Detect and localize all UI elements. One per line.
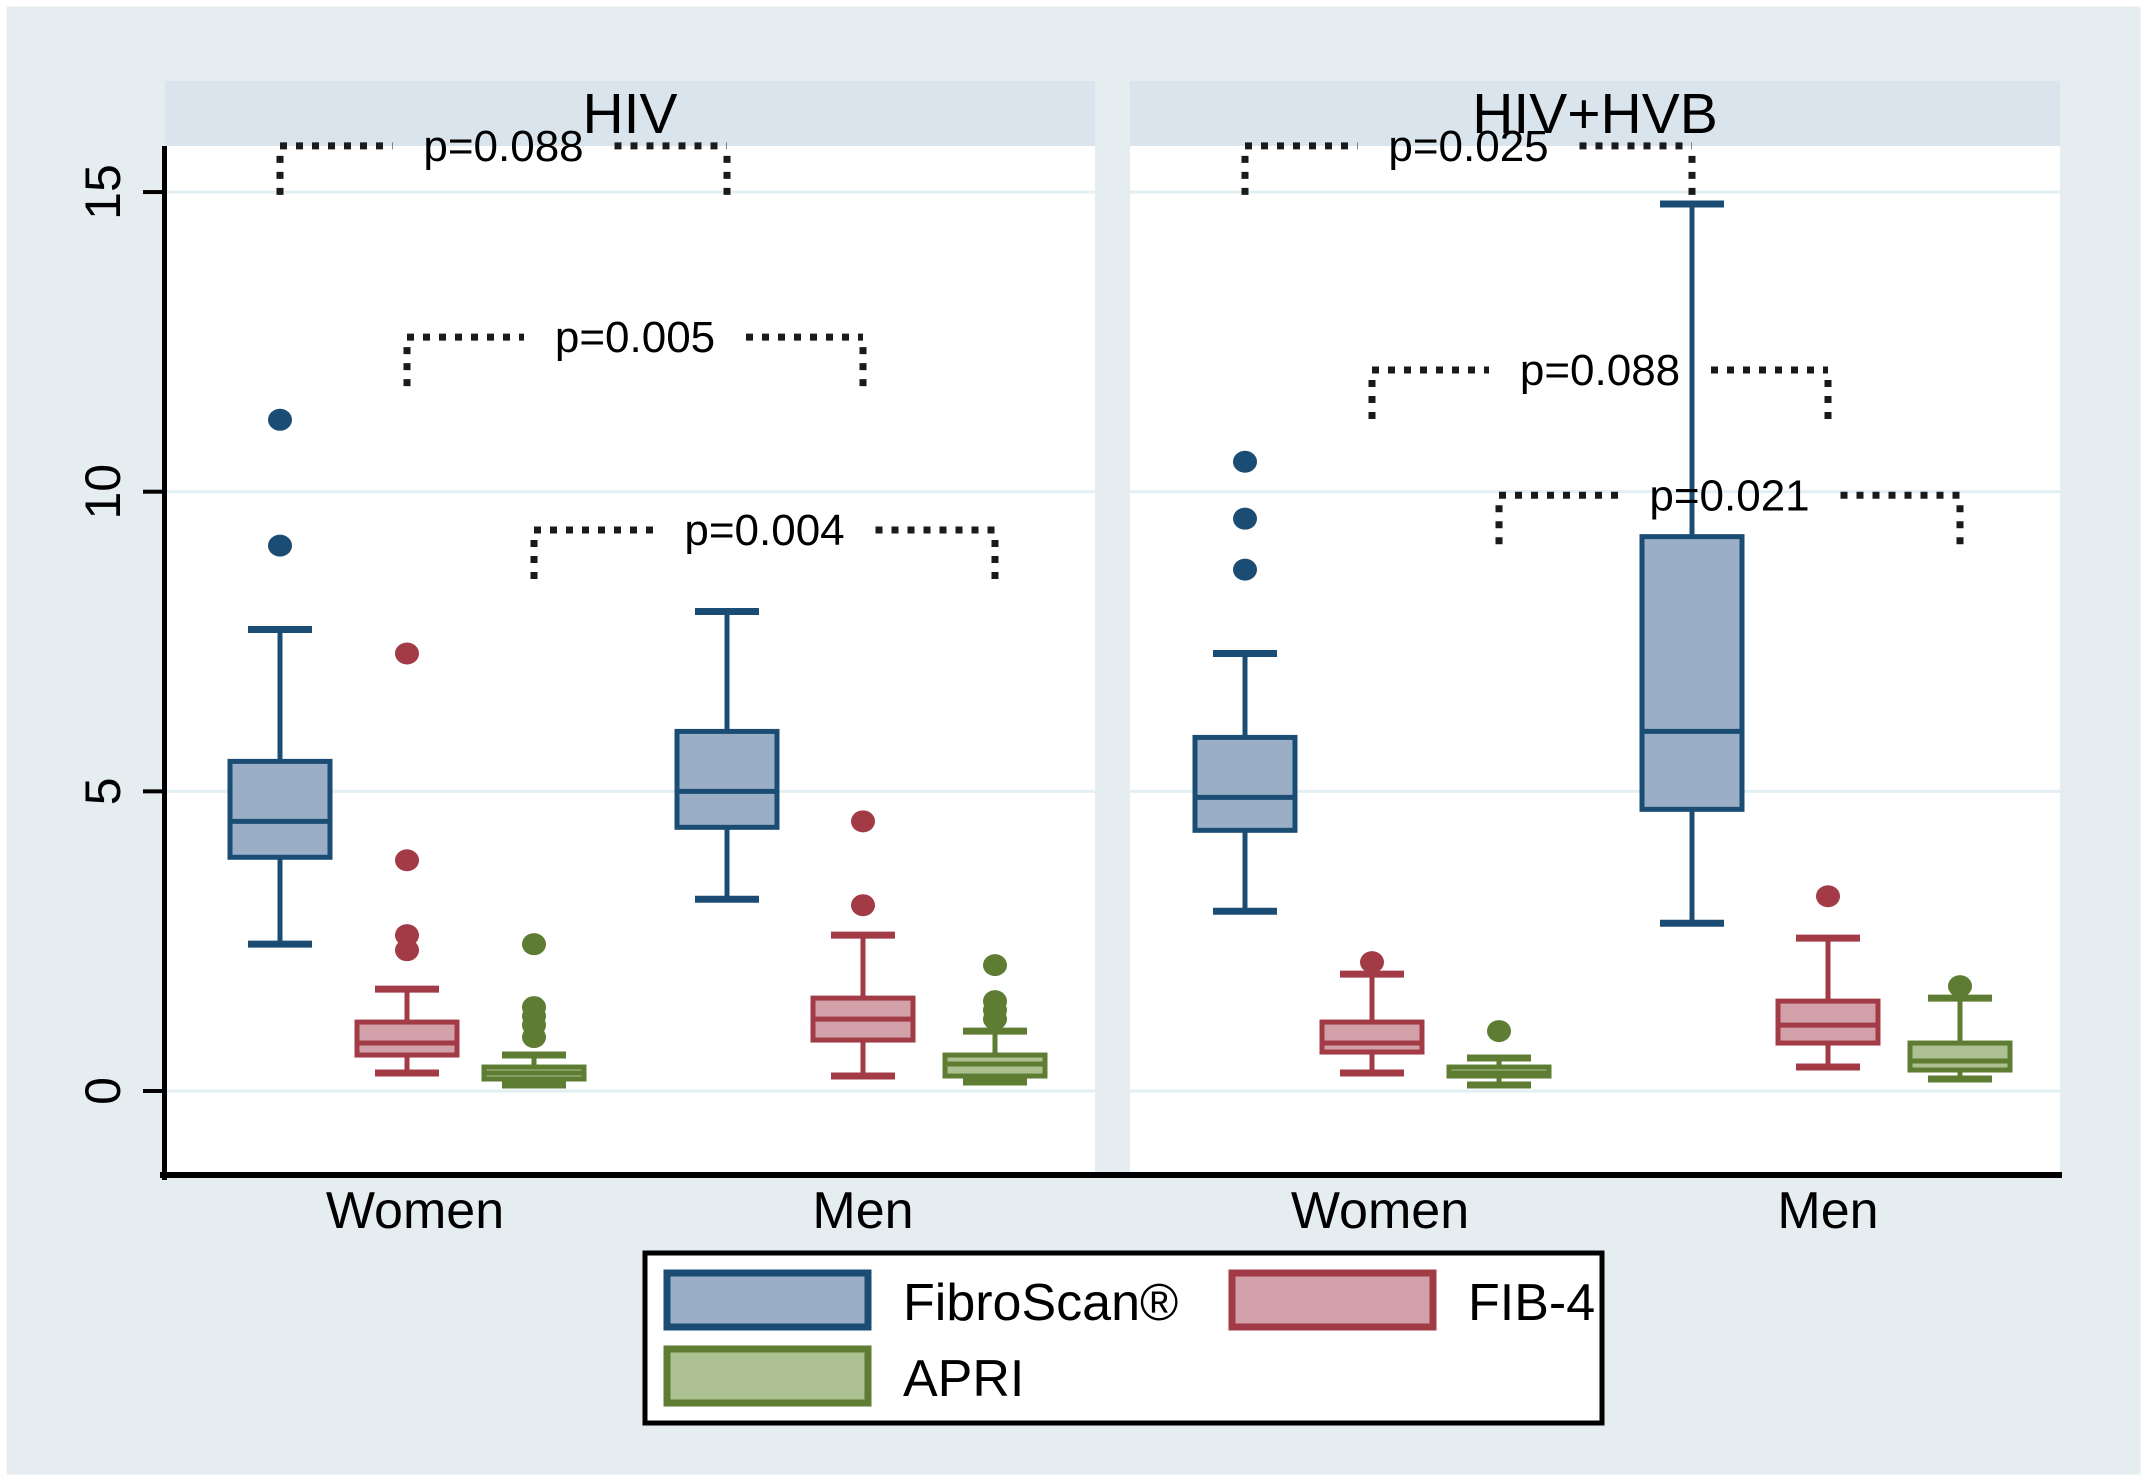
panel-HIV+HVB: HIV+HVB	[1130, 81, 2060, 1172]
box-FibroScan®-Men	[674, 608, 780, 903]
box-FIB-4-Women	[354, 642, 460, 1077]
gridline	[1130, 190, 2060, 194]
outlier-dot	[1816, 885, 1840, 908]
outlier-dot	[395, 939, 419, 962]
outlier-dot	[268, 408, 292, 431]
gridline	[165, 789, 1095, 793]
y-tick-label: 15	[75, 164, 131, 220]
outlier-dot	[983, 954, 1007, 977]
x-axis-line	[160, 1172, 2062, 1178]
outlier-dot	[1233, 450, 1257, 473]
box-FIB-4-Women	[1319, 951, 1425, 1077]
legend-label: FibroScan®	[903, 1274, 1178, 1332]
iqr-box	[1192, 734, 1298, 833]
legend-swatch-FIB-4	[1228, 1269, 1437, 1331]
p-value-label: p=0.088	[1520, 346, 1680, 395]
outlier-dot	[522, 933, 546, 956]
legend-label: APRI	[903, 1350, 1024, 1408]
outlier-dot	[1233, 507, 1257, 530]
gridline	[1130, 1089, 2060, 1093]
panel-title: HIV	[582, 82, 677, 146]
gridline	[1130, 789, 2060, 793]
p-value-label: p=0.025	[1388, 122, 1548, 171]
p-value-label: p=0.088	[423, 122, 583, 171]
panel-HIV: HIV	[165, 81, 1095, 1172]
outlier-dot	[851, 810, 875, 833]
panel-title: HIV+HVB	[1472, 82, 1718, 146]
legend-label: FIB-4	[1468, 1274, 1595, 1332]
box-APRI-Women	[481, 933, 587, 1089]
outlier-dot	[395, 642, 419, 665]
gridline	[165, 190, 1095, 194]
p-value-label: p=0.021	[1649, 471, 1809, 520]
gridline	[1130, 490, 2060, 494]
plot-area	[1130, 146, 2060, 1172]
panel-title-band	[165, 81, 1095, 146]
y-tick-label: 10	[75, 464, 131, 520]
significance-bracket: p=0.004	[530, 506, 999, 583]
box-APRI-Women	[1446, 1020, 1552, 1089]
outlier-dot	[1948, 975, 1972, 998]
iqr-box	[354, 1019, 460, 1058]
plot-area	[165, 146, 1095, 1172]
y-axis-tick	[143, 789, 165, 794]
p-value-label: p=0.005	[555, 313, 715, 362]
significance-bracket: p=0.088	[276, 122, 731, 198]
significance-bracket: p=0.005	[403, 313, 867, 390]
y-axis-tick	[143, 489, 165, 494]
iqr-box	[1907, 1040, 2013, 1073]
axis-category-label: Men	[812, 1182, 913, 1240]
outlier-dot	[1487, 1020, 1511, 1043]
y-axis-line	[162, 146, 167, 1180]
box-FIB-4-Men	[810, 810, 916, 1080]
legend-swatch-APRI	[663, 1345, 872, 1407]
y-tick-label: 5	[75, 777, 131, 805]
outlier-dot	[1360, 951, 1384, 974]
outlier-dot	[1233, 558, 1257, 581]
outlier-dot	[522, 1026, 546, 1049]
box-FibroScan®-Women	[1192, 450, 1298, 915]
box-APRI-Men	[1907, 975, 2013, 1083]
box-APRI-Men	[942, 954, 1048, 1086]
axis-category-label: Women	[326, 1182, 504, 1240]
p-value-label: p=0.004	[684, 506, 844, 555]
gridline	[165, 1089, 1095, 1093]
outlier-dot	[983, 1008, 1007, 1031]
iqr-box	[1775, 998, 1881, 1046]
gridline	[165, 490, 1095, 494]
y-axis-tick	[143, 1089, 165, 1093]
box-FibroScan®-Women	[227, 408, 333, 948]
legend-swatch-FibroScan®	[663, 1269, 872, 1331]
y-axis-tick	[143, 190, 165, 195]
iqr-box	[1319, 1019, 1425, 1055]
box-FibroScan®-Men	[1639, 200, 1745, 927]
axis-category-label: Men	[1777, 1182, 1878, 1240]
outlier-dot	[268, 534, 292, 557]
iqr-box	[1639, 534, 1745, 812]
y-tick-label: 0	[75, 1077, 131, 1105]
significance-bracket: p=0.025	[1241, 122, 1696, 198]
iqr-box	[227, 758, 333, 860]
panel-title-band	[1130, 81, 2060, 146]
iqr-box	[674, 728, 780, 830]
outlier-dot	[851, 894, 875, 917]
axis-category-label: Women	[1291, 1182, 1469, 1240]
significance-bracket: p=0.021	[1495, 471, 1964, 548]
box-FIB-4-Men	[1775, 885, 1881, 1071]
significance-bracket: p=0.088	[1368, 346, 1832, 423]
outlier-dot	[395, 849, 419, 872]
